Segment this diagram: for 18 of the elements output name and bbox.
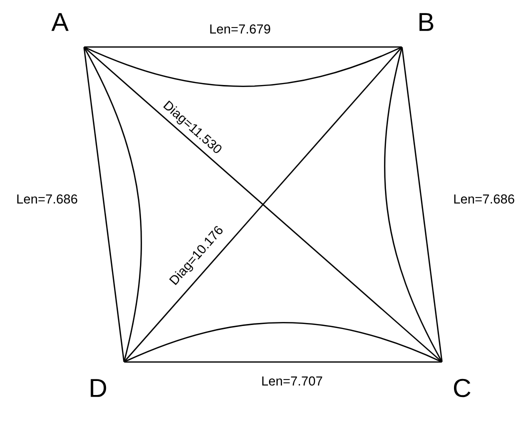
curved-arc <box>124 322 442 362</box>
line <box>84 46 402 48</box>
line <box>83 47 125 362</box>
curved-arc <box>84 46 402 87</box>
edge-label: Len=7.686 <box>454 194 514 204</box>
line <box>84 46 442 362</box>
edge-label: Len=7.707 <box>262 376 322 386</box>
line <box>124 361 442 363</box>
line <box>124 46 402 362</box>
line <box>401 47 443 362</box>
curved-arc <box>84 46 142 362</box>
edge-label: Len=7.686 <box>17 194 78 204</box>
vertex-label: A <box>51 13 69 31</box>
edge-label: Len=7.679 <box>210 24 270 34</box>
vertex-label: C <box>454 378 470 398</box>
curved-arc <box>384 47 442 362</box>
vertex-label: D <box>90 379 106 397</box>
vertex-label: B <box>420 13 434 31</box>
